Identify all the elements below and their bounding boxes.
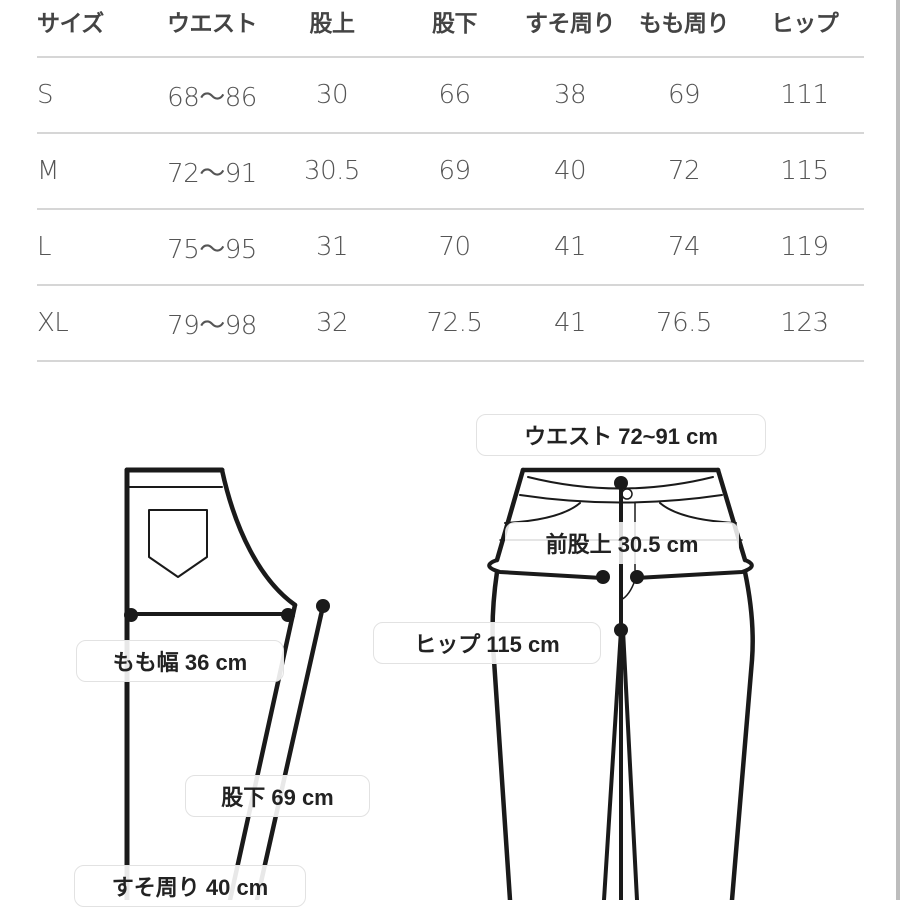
cell-hip: 123 [780,308,829,338]
thigh-width-label: もも幅 36 cm [76,640,284,682]
cell-waist: 68〜86 [167,82,257,113]
table-row: L 75〜95 31 70 41 74 119 [37,210,864,286]
measurement-diagrams: もも幅 36 cm 股下 69 cm すそ周り 40 cm ウエスト 72~91… [0,370,900,907]
size-chart-table: サイズ ウエスト 股上 股下 すそ周り もも周り ヒップ S 68〜86 30 … [37,0,864,362]
cell-inseam: 72.5 [426,308,483,338]
measurement-point-dots [124,476,644,637]
table-row: XL 79〜98 32 72.5 41 76.5 123 [37,286,864,362]
header-size: サイズ [37,11,104,37]
header-thigh: もも周り [639,11,730,37]
front-rise-label: 前股上 30.5 cm [505,522,739,564]
cell-rise: 32 [315,308,349,338]
side-view-pants-icon [124,467,326,900]
cell-hip: 111 [780,80,829,110]
cell-thigh: 76.5 [656,308,712,338]
table-row: M 72〜91 30.5 69 40 72 115 [37,134,864,210]
cell-size: XL [37,308,69,338]
cell-hip: 119 [780,232,829,262]
header-rise: 股上 [309,11,356,37]
cell-inseam: 70 [438,232,471,262]
cell-rise: 31 [315,232,349,262]
cell-hem: 40 [553,156,587,186]
header-hip: ヒップ [770,11,839,37]
waist-label: ウエスト 72~91 cm [476,414,766,456]
cell-thigh: 74 [667,232,701,262]
table-header-row: サイズ ウエスト 股上 股下 すそ周り もも周り ヒップ [37,0,864,58]
cell-size: S [37,80,54,110]
inseam-label: 股下 69 cm [185,775,370,817]
cell-hem: 38 [553,80,587,110]
cell-thigh: 69 [667,80,701,110]
cell-inseam: 66 [438,80,471,110]
cell-hip: 115 [780,156,829,186]
cell-hem: 41 [553,232,587,262]
scrollbar-edge [896,0,900,900]
cell-rise: 30 [315,80,349,110]
hem-circumference-label: すそ周り 40 cm [74,865,306,907]
header-hem: すそ周り [525,11,616,37]
table-row: S 68〜86 30 66 38 69 111 [37,58,864,134]
cell-thigh: 72 [667,156,701,186]
cell-inseam: 69 [438,156,471,186]
cell-waist: 79〜98 [167,310,257,341]
cell-waist: 75〜95 [167,234,257,265]
cell-rise: 30.5 [304,156,360,186]
cell-hem: 41 [553,308,587,338]
hip-label: ヒップ 115 cm [373,622,601,664]
header-waist: ウエスト [167,11,258,37]
cell-size: M [37,156,59,186]
cell-size: L [37,232,52,262]
cell-waist: 72〜91 [167,158,257,189]
header-inseam: 股下 [432,11,478,37]
